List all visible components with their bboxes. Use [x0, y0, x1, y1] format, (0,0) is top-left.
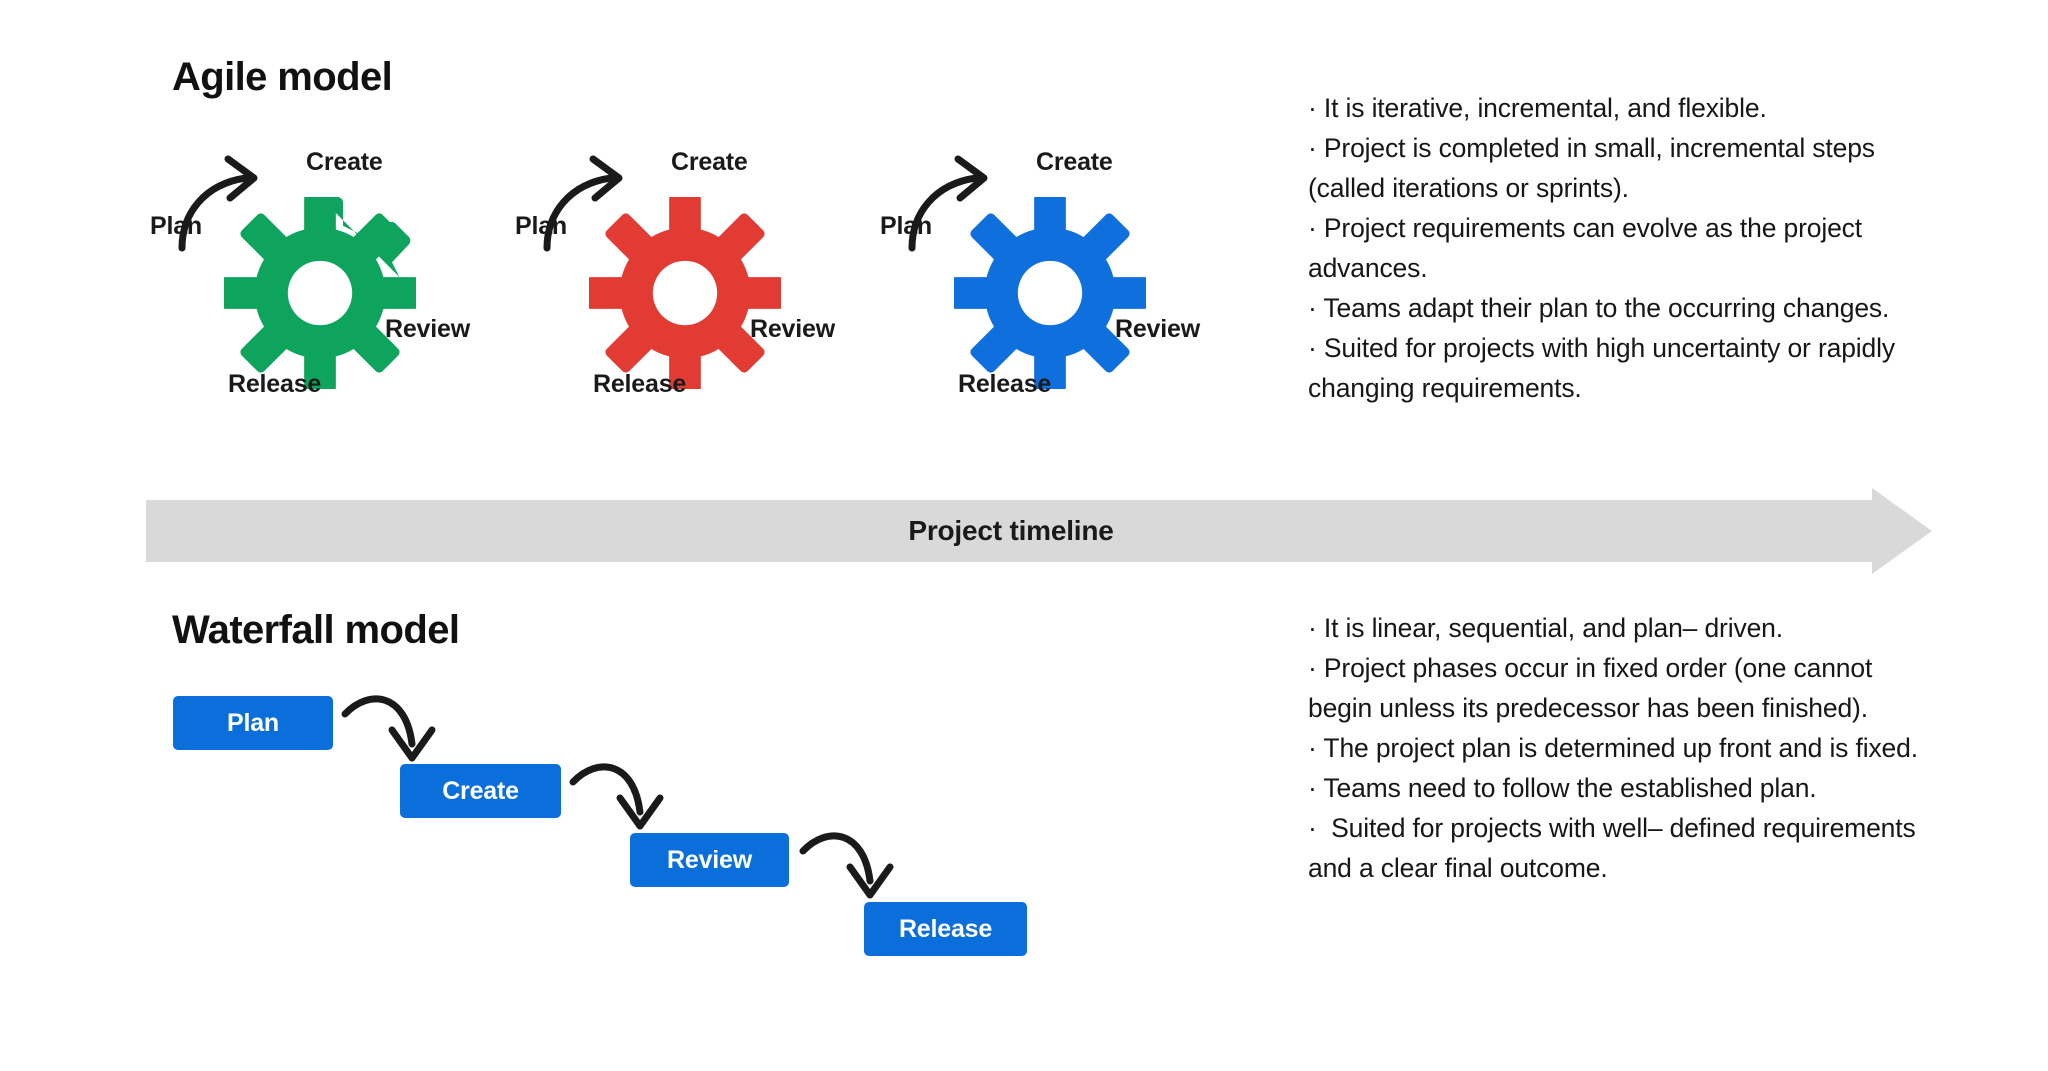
- gear-label-create: Create: [671, 148, 748, 176]
- gear-icon: [589, 197, 781, 389]
- waterfall-model-title: Waterfall model: [172, 608, 460, 652]
- bullet-item: · Suited for projects with high uncertai…: [1308, 333, 1903, 403]
- agile-iteration-3: Create Plan Review Release: [870, 140, 1290, 460]
- gear-label-review: Review: [1115, 315, 1200, 343]
- gear-label-release: Release: [958, 370, 1052, 398]
- step-arrow-icon: [341, 695, 436, 762]
- gear-label-review: Review: [385, 315, 470, 343]
- cycle-arrow-icon: [543, 155, 623, 252]
- cycle-arrow-icon: [178, 155, 258, 252]
- agile-model-title: Agile model: [172, 55, 393, 99]
- phase-box-release[interactable]: Release: [864, 902, 1027, 956]
- bullet-item: · Project is completed in small, increme…: [1308, 133, 1883, 203]
- phase-box-create[interactable]: Create: [400, 764, 561, 818]
- bullet-item: · The project plan is determined up fron…: [1308, 733, 1918, 763]
- bullet-item: · Teams adapt their plan to the occurrin…: [1308, 293, 1890, 323]
- timeline-arrow-shape: [146, 488, 1932, 574]
- step-arrow-icon: [569, 763, 664, 830]
- agile-iteration-1: Create Plan Review Release: [140, 140, 560, 460]
- waterfall-bullet-list: · It is linear, sequential, and plan– dr…: [1308, 608, 1918, 888]
- step-arrow-icon: [799, 832, 894, 899]
- bullet-item: · Suited for projects with well– defined…: [1308, 813, 1923, 883]
- gear-label-release: Release: [228, 370, 322, 398]
- project-timeline-banner: Project timeline: [146, 488, 1932, 574]
- bullet-item: · Project phases occur in fixed order (o…: [1308, 653, 1880, 723]
- bullet-item: · Teams need to follow the established p…: [1308, 773, 1817, 803]
- gear-label-create: Create: [306, 148, 383, 176]
- gear-label-plan: Plan: [150, 212, 202, 240]
- cycle-arrow-icon: [908, 155, 988, 252]
- bullet-item: · It is linear, sequential, and plan– dr…: [1308, 613, 1783, 643]
- agile-bullet-list: · It is iterative, incremental, and flex…: [1308, 88, 1918, 408]
- gear-label-release: Release: [593, 370, 687, 398]
- phase-box-review[interactable]: Review: [630, 833, 789, 887]
- phase-box-plan[interactable]: Plan: [173, 696, 333, 750]
- gear-label-plan: Plan: [515, 212, 567, 240]
- gear-label-create: Create: [1036, 148, 1113, 176]
- gear-label-plan: Plan: [880, 212, 932, 240]
- gear-icon: [954, 197, 1146, 389]
- bullet-item: · It is iterative, incremental, and flex…: [1308, 93, 1767, 123]
- gear-icon: [224, 197, 416, 389]
- gear-label-review: Review: [750, 315, 835, 343]
- bullet-item: · Project requirements can evolve as the…: [1308, 213, 1870, 283]
- agile-iteration-2: Create Plan Review Release: [505, 140, 925, 460]
